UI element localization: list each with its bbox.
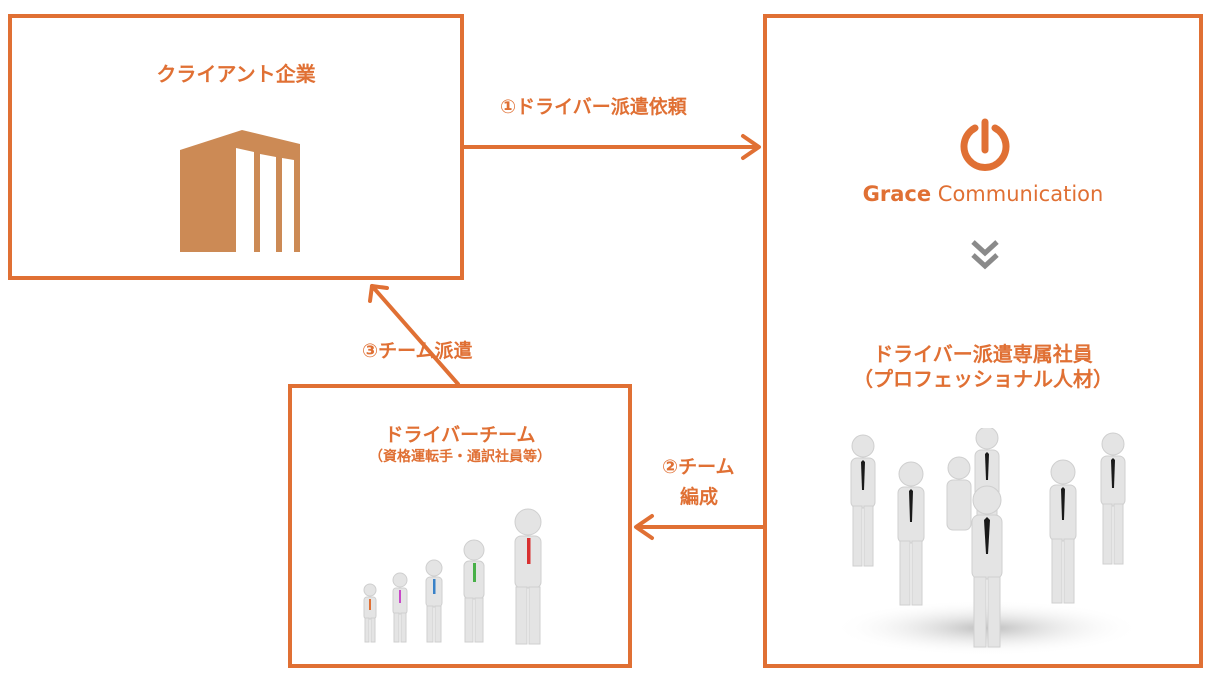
team-title: ドライバーチーム （資格運転手・通訳社員等）: [292, 424, 628, 468]
staff-title: ドライバー派遣専属社員 （プロフェッショナル人材）: [767, 342, 1199, 392]
team-title-sub: （資格運転手・通訳社員等）: [369, 449, 551, 465]
staff-title-sub: （プロフェッショナル人材）: [853, 367, 1113, 391]
client-company-box: クライアント企業: [8, 14, 464, 280]
driver-team-box: ドライバーチーム （資格運転手・通訳社員等）: [288, 384, 632, 668]
power-logo-icon: [960, 118, 1010, 171]
grace-communication-box: Grace Communication ドライバー派遣専属社員 （プロフェッショ…: [763, 14, 1203, 668]
flow-label-team-formation-line1: ②チーム: [662, 456, 735, 478]
arrow-request: [462, 134, 761, 160]
flow-label-team-dispatch: ③チーム派遣: [362, 340, 473, 362]
team-title-main: ドライバーチーム: [384, 424, 536, 446]
company-name-grace: Grace: [862, 182, 932, 206]
company-name: Grace Communication: [767, 182, 1199, 206]
flow-label-request: ①ドライバー派遣依頼: [500, 96, 687, 118]
arrow-team-formation: [634, 514, 765, 540]
company-name-communication: Communication: [931, 182, 1104, 206]
growing-people-lineup-icon: [363, 508, 542, 645]
client-title: クライアント企業: [156, 62, 316, 86]
arrow-team-dispatch: [368, 284, 460, 386]
business-people-group-icon: [832, 428, 1142, 656]
double-chevron-down-icon: [971, 240, 999, 270]
office-building-icon: [180, 130, 300, 252]
flow-label-team-formation: ②チーム 編成: [662, 452, 735, 512]
staff-title-main: ドライバー派遣専属社員: [873, 342, 1093, 366]
flow-label-team-formation-line2: 編成: [680, 486, 719, 508]
